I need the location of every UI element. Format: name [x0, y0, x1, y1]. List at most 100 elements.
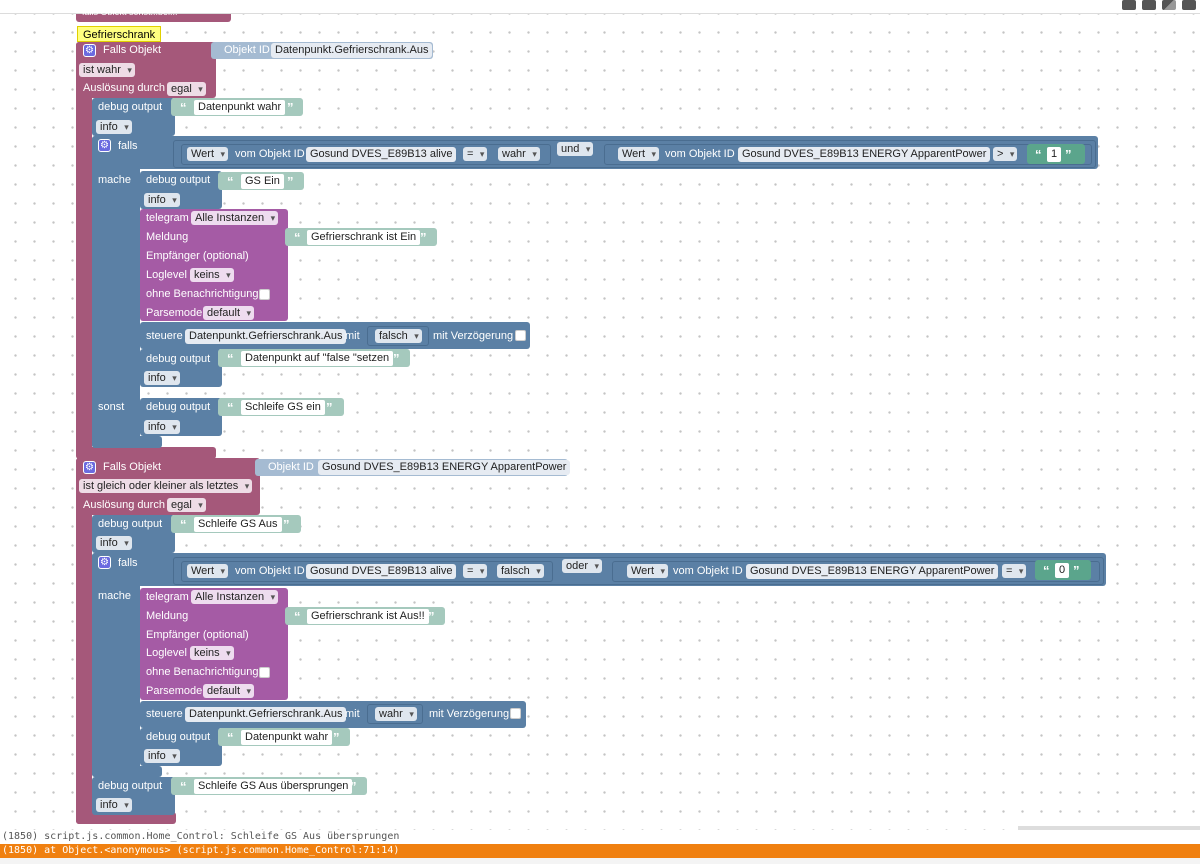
- console-error-line: (1850) at Object.<anonymous> (script.js.…: [0, 844, 1200, 858]
- telegram-block-1[interactable]: [140, 209, 288, 321]
- operator-dropdown[interactable]: =: [463, 564, 488, 578]
- quote-open-icon: “: [294, 230, 301, 245]
- debug-level-dropdown[interactable]: info: [144, 371, 180, 385]
- steuere-value-dropdown-2[interactable]: wahr: [375, 707, 417, 721]
- ausloesung-dropdown-1[interactable]: egal: [167, 82, 206, 96]
- delay-checkbox[interactable]: [515, 330, 526, 341]
- loglevel-dropdown[interactable]: keins: [190, 646, 234, 660]
- expand-icon[interactable]: [1182, 0, 1196, 10]
- debug-level-dropdown[interactable]: info: [144, 749, 180, 763]
- toolbar: [1100, 0, 1200, 12]
- quote-close-icon: ”: [420, 230, 427, 245]
- gear-icon[interactable]: ⚙: [83, 44, 96, 57]
- import-icon[interactable]: [1142, 0, 1156, 10]
- ausloesung-dropdown-2[interactable]: egal: [167, 498, 206, 512]
- debug-level-dropdown[interactable]: info: [96, 798, 132, 812]
- wert-dropdown[interactable]: Wert: [187, 564, 229, 578]
- condition-dropdown-2[interactable]: ist gleich oder kleiner als letztes: [79, 479, 253, 493]
- objekt-id-value-2[interactable]: Gosund DVES_E89B13 ENERGY ApparentPower: [318, 460, 571, 475]
- quote-open-icon: “: [1035, 147, 1042, 162]
- text-value[interactable]: Schleife GS Aus: [194, 517, 282, 532]
- quote-close-icon: ”: [1065, 147, 1072, 162]
- wert-dropdown[interactable]: Wert: [618, 147, 660, 161]
- quote-open-icon: “: [227, 351, 234, 366]
- silent-checkbox[interactable]: [259, 289, 270, 300]
- parsemode-label: Parsemode: [146, 307, 203, 319]
- objekt-id-value-1[interactable]: Datenpunkt.Gefrierschrank.Aus: [271, 43, 433, 58]
- power-value-2[interactable]: 0: [1055, 563, 1070, 578]
- console-log-line: (1850) script.js.common.Home_Control: Sc…: [0, 830, 1200, 844]
- quote-close-icon: ”: [326, 400, 333, 415]
- horizontal-scrollbar[interactable]: [1018, 826, 1200, 830]
- parsemode-dropdown[interactable]: default: [203, 306, 255, 320]
- telegram-block-2[interactable]: [140, 588, 288, 700]
- mit-verzoegerung-label: mit Verzögerung: [433, 330, 514, 342]
- loglevel-label: Loglevel: [146, 269, 187, 281]
- operator-dropdown[interactable]: =: [463, 147, 488, 161]
- steuere-id-value-1[interactable]: Datenpunkt.Gefrierschrank.Aus: [185, 329, 347, 344]
- debug-output-label: debug output: [98, 780, 163, 792]
- text-value[interactable]: Schleife GS Aus übersprungen: [194, 779, 353, 794]
- debug-output-label: debug output: [146, 401, 211, 413]
- message-value-1[interactable]: Gefrierschrank ist Ein: [307, 230, 421, 245]
- power-id-value-2[interactable]: Gosund DVES_E89B13 ENERGY ApparentPower: [746, 564, 999, 579]
- message-value-2[interactable]: Gefrierschrank ist Aus!!: [307, 609, 429, 624]
- vom-objekt-id-label: vom Objekt ID: [235, 148, 305, 160]
- debug-level-dropdown[interactable]: info: [96, 120, 132, 134]
- quote-open-icon: “: [227, 730, 234, 745]
- loglevel-dropdown[interactable]: keins: [190, 268, 234, 282]
- telegram-label: telegram: [146, 212, 189, 224]
- ohne-benachrichtigung-label: ohne Benachrichtigung: [146, 288, 259, 300]
- quote-open-icon: “: [227, 400, 234, 415]
- gear-icon[interactable]: ⚙: [98, 556, 111, 569]
- alive-value-dropdown-2[interactable]: falsch: [497, 564, 544, 578]
- logic-op-dropdown-1[interactable]: und: [557, 142, 594, 156]
- outer-block-stub-label: falls Objekt sonst...bei...: [82, 9, 178, 15]
- sonst-label: sonst: [98, 401, 125, 413]
- instance-dropdown[interactable]: Alle Instanzen: [191, 211, 279, 225]
- condition-dropdown-1[interactable]: ist wahr: [79, 63, 135, 77]
- steuere-id-value-2[interactable]: Datenpunkt.Gefrierschrank.Aus: [185, 707, 347, 722]
- export-icon[interactable]: [1122, 0, 1136, 10]
- wert-dropdown[interactable]: Wert: [627, 564, 669, 578]
- if-block-1-foot: [92, 436, 162, 448]
- gear-icon[interactable]: ⚙: [98, 139, 111, 152]
- steuere-label: steuere: [146, 708, 183, 720]
- parsemode-label: Parsemode: [146, 685, 203, 697]
- text-value[interactable]: Datenpunkt wahr: [241, 730, 333, 745]
- gear-icon[interactable]: ⚙: [83, 461, 96, 474]
- quote-close-icon: ”: [333, 730, 340, 745]
- operator-dropdown[interactable]: =: [1002, 564, 1027, 578]
- debug-level-dropdown[interactable]: info: [144, 420, 180, 434]
- parsemode-dropdown[interactable]: default: [203, 684, 255, 698]
- power-id-value-1[interactable]: Gosund DVES_E89B13 ENERGY ApparentPower: [738, 147, 991, 162]
- falls-objekt-block-1-foot: [76, 447, 216, 459]
- delay-checkbox[interactable]: [510, 708, 521, 719]
- falls-label: falls: [118, 557, 138, 569]
- text-value[interactable]: Schleife GS ein: [241, 400, 325, 415]
- wert-dropdown[interactable]: Wert: [187, 147, 229, 161]
- text-value[interactable]: Datenpunkt wahr: [194, 100, 286, 115]
- text-value[interactable]: GS Ein: [241, 174, 284, 189]
- outer-block-stub[interactable]: [76, 14, 231, 22]
- operator-dropdown[interactable]: >: [993, 147, 1018, 161]
- vom-objekt-id-label: vom Objekt ID: [665, 148, 735, 160]
- alive-id-value-1[interactable]: Gosund DVES_E89B13 alive: [306, 147, 457, 162]
- quote-open-icon: “: [294, 609, 301, 624]
- text-value[interactable]: Datenpunkt auf "false "setzen: [241, 351, 394, 366]
- steuere-value-dropdown-1[interactable]: falsch: [375, 329, 422, 343]
- alive-id-value-2[interactable]: Gosund DVES_E89B13 alive: [306, 564, 457, 579]
- falls-objekt-label: Falls Objekt: [103, 44, 162, 56]
- debug-level-dropdown[interactable]: info: [144, 193, 180, 207]
- debug-output-label: debug output: [146, 353, 211, 365]
- flag-icon[interactable]: [1162, 0, 1176, 10]
- instance-dropdown[interactable]: Alle Instanzen: [191, 590, 279, 604]
- vom-objekt-id-label: vom Objekt ID: [673, 565, 743, 577]
- comment-bubble[interactable]: Gefrierschrank: [77, 26, 161, 42]
- silent-checkbox[interactable]: [259, 667, 270, 678]
- alive-value-dropdown-1[interactable]: wahr: [498, 147, 540, 161]
- ohne-benachrichtigung-label: ohne Benachrichtigung: [146, 666, 259, 678]
- debug-level-dropdown[interactable]: info: [96, 536, 132, 550]
- threshold-value-1[interactable]: 1: [1047, 147, 1062, 162]
- logic-op-dropdown-2[interactable]: oder: [562, 559, 603, 573]
